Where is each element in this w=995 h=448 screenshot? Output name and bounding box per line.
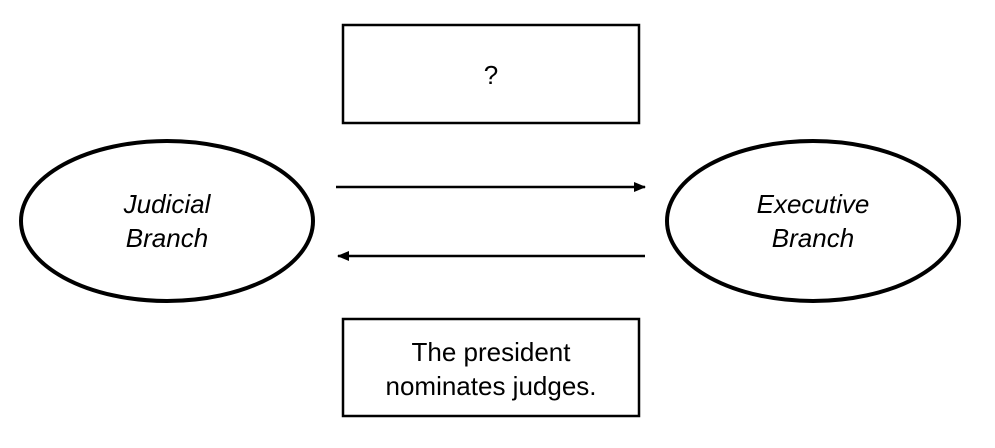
top-box-label: ? (484, 60, 498, 90)
executive-branch-node: Executive Branch (665, 139, 961, 303)
judicial-branch-label-line1: Judicial (123, 189, 212, 219)
executive-branch-label-line2: Branch (772, 223, 854, 253)
judicial-branch-node: Judicial Branch (19, 139, 315, 303)
bottom-box-label-line1: The president (412, 337, 572, 367)
top-box: ? (341, 23, 641, 125)
executive-branch-label-line1: Executive (757, 189, 870, 219)
bottom-box: The president nominates judges. (341, 317, 641, 418)
bottom-box-label-line2: nominates judges. (385, 371, 596, 401)
judicial-branch-label-line2: Branch (126, 223, 208, 253)
